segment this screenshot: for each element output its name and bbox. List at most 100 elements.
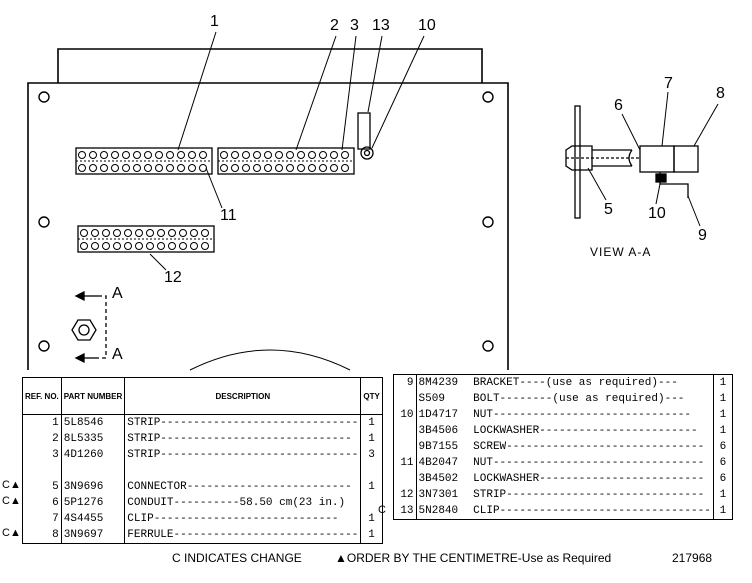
terminal-screw [157, 242, 165, 250]
connector [565, 145, 593, 171]
cell-ref [22, 463, 62, 479]
cell-qty: 1 [719, 489, 727, 501]
view-callout-10: 10 [648, 205, 666, 222]
cell-desc: CLIP---------------------------- [124, 511, 362, 527]
cell-desc: NUT-------------------------------- [471, 455, 714, 471]
cell-desc: FERRULE---------------------------- [124, 527, 362, 544]
panel-outline [27, 48, 509, 371]
cell-qty: 1 [719, 393, 727, 405]
cell-desc: SCREW------------------------------ [471, 439, 714, 455]
terminal-screw [319, 151, 327, 159]
terminal-screw [122, 151, 130, 159]
conduit-fitting [71, 319, 97, 341]
terminal-screw [111, 151, 119, 159]
mounting-hole [482, 216, 494, 228]
terminal-screw [144, 164, 152, 172]
cell-ref: 6 [22, 495, 62, 511]
cell-part: 9B7155 [418, 441, 459, 453]
terminal-screw [231, 151, 239, 159]
header-qty: QTY [360, 377, 383, 415]
callout-3: 3 [350, 17, 359, 34]
callout-11: 11 [220, 207, 237, 224]
terminal-screw [188, 151, 196, 159]
terminal-screw [91, 242, 99, 250]
terminal-screw [89, 151, 97, 159]
cell-qty: 1 [368, 513, 375, 525]
cell-qty: 3 [368, 449, 375, 461]
terminal-screw [146, 229, 154, 237]
terminal-screw [155, 151, 163, 159]
cell-qty: 6 [719, 473, 727, 485]
terminal-screw [190, 242, 198, 250]
terminal-screw [341, 151, 349, 159]
terminal-strip-1 [75, 147, 213, 175]
cell-ref: 5 [22, 479, 62, 495]
terminal-screw [264, 151, 272, 159]
cell-part: 4B2047 [418, 457, 459, 469]
cell-qty: 1 [368, 529, 375, 541]
cell-desc: BOLT--------(use as required)--- [471, 391, 714, 407]
mounting-hole [38, 340, 50, 352]
terminal-screw [100, 164, 108, 172]
cell-ref: 3 [22, 447, 62, 463]
nut [655, 173, 667, 183]
cell-desc: NUT------------------------------ [471, 407, 714, 423]
view-callout-8: 8 [716, 85, 725, 102]
terminal-screw [319, 164, 327, 172]
change-note: C INDICATES CHANGE [172, 551, 302, 565]
terminal-screw [199, 164, 207, 172]
cell-ref [393, 471, 417, 487]
terminal-screw [286, 164, 294, 172]
section-marker-a-top: A [112, 285, 123, 302]
terminal-screw [275, 164, 283, 172]
terminal-screw [253, 151, 261, 159]
terminal-strip-12 [77, 225, 215, 253]
terminal-screw [242, 151, 250, 159]
terminal-screw [168, 229, 176, 237]
cell-part: S509 [418, 393, 445, 405]
cell-ref: 10 [393, 407, 417, 423]
terminal-screw [111, 164, 119, 172]
cell-ref [393, 391, 417, 407]
clip [673, 145, 699, 173]
cell-ref: 1 [22, 414, 62, 431]
table-row [22, 463, 383, 479]
cell-qty: 6 [719, 457, 727, 469]
table-row: S509 BOLT--------(use as required)--- 1 [393, 391, 733, 407]
view-leader-lines [587, 91, 719, 227]
terminal-screw [275, 151, 283, 159]
view-aa-detail [565, 105, 699, 219]
cell-desc [124, 463, 362, 479]
drawing-number: 217968 [672, 551, 713, 565]
terminal-screw [330, 164, 338, 172]
terminal-screw [122, 164, 130, 172]
terminal-screw [155, 164, 163, 172]
cell-desc: STRIP------------------------------ [471, 487, 714, 503]
view-callout-6: 6 [614, 97, 623, 114]
table-row: 9B7155 SCREW-----------------------------… [393, 439, 733, 455]
terminal-screw [220, 151, 228, 159]
cell-part: 4D1260 [61, 447, 126, 463]
terminal-screw [78, 164, 86, 172]
cell-qty: 6 [719, 441, 727, 453]
terminal-screw [100, 151, 108, 159]
ferrule [639, 145, 675, 173]
cell-desc: LOCKWASHER------------------------- [471, 471, 714, 487]
terminal-screw [179, 242, 187, 250]
terminal-screw [308, 151, 316, 159]
cell-desc: CONDUIT----------58.50 cm(23 in.) [124, 495, 362, 511]
terminal-screw [102, 242, 110, 250]
cell-desc: LOCKWASHER------------------------ [471, 423, 714, 439]
clip [357, 112, 371, 150]
terminal-screw [253, 164, 261, 172]
terminal-screw [135, 229, 143, 237]
cell-ref: 9 [393, 374, 417, 391]
change-mark: C▲ [2, 479, 21, 491]
